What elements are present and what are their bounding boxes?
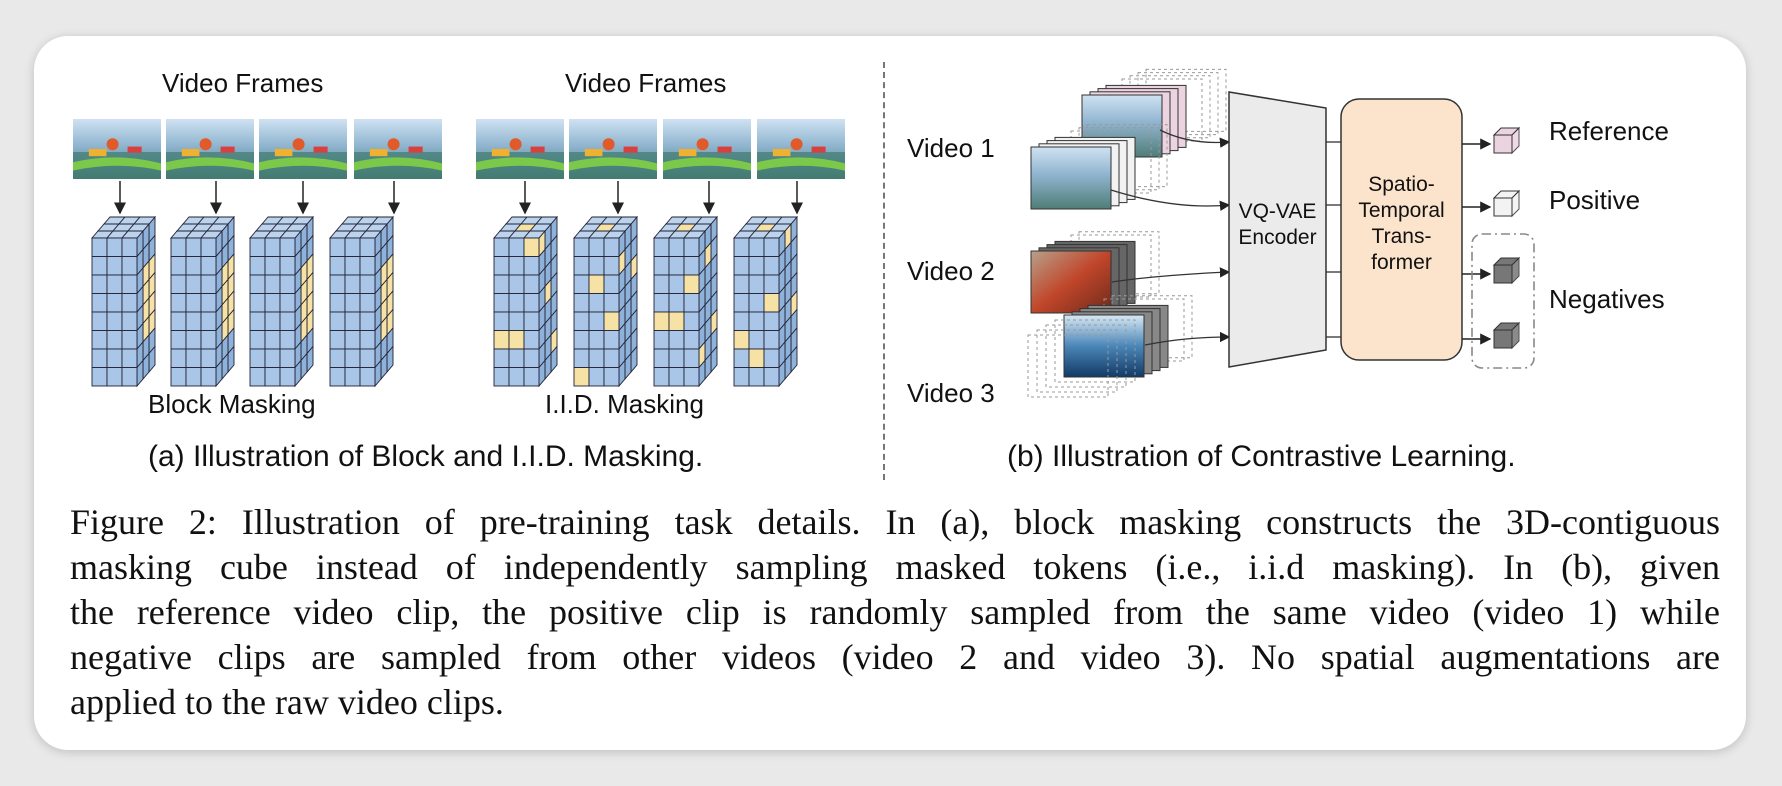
spatio-temporal-transformer-block [1340, 98, 1463, 361]
transformer-label-line-4: former [1371, 251, 1432, 274]
iid-masking-label: I.I.D. Masking [545, 389, 704, 419]
token-volume [170, 215, 235, 388]
negatives-label: Negatives [1549, 284, 1665, 314]
token-volume [653, 215, 718, 388]
panel-b-caption: (b) Illustration of Contrastive Learning… [1007, 440, 1516, 473]
figure-caption-line-2: masking cube instead of independently sa… [70, 547, 1720, 587]
video-frame-thumbnail [569, 119, 657, 179]
encoder-label-line-1: VQ-VAE [1238, 200, 1317, 223]
block-masking-label: Block Masking [148, 389, 316, 419]
transformer-label-line-2: Temporal [1358, 199, 1445, 222]
video-frames-strip-right [476, 119, 845, 179]
figure-caption-line-1: Figure 2: Illustration of pre-training t… [70, 502, 1720, 542]
clip-arrow [1144, 331, 1231, 346]
negatives-group-box [1471, 233, 1535, 369]
video-3-clip [1063, 295, 1193, 378]
positive-label: Positive [1549, 185, 1641, 215]
panel-a-caption: (a) Illustration of Block and I.I.D. Mas… [148, 440, 704, 473]
video-clip-stacks [1027, 68, 1227, 398]
video-frame-thumbnail [166, 119, 254, 179]
encoder-to-transformer-lines [1326, 141, 1341, 338]
video-frame-thumbnail [476, 119, 564, 179]
token-volume [249, 215, 314, 388]
video-frame-thumbnail [663, 119, 751, 179]
video-1-label: Video 1 [907, 133, 995, 163]
video-frames-strip-left [73, 119, 442, 179]
video-3-label: Video 3 [907, 378, 995, 408]
video-2-label: Video 2 [907, 256, 995, 286]
positive-cube [1492, 189, 1521, 218]
video-frame-thumbnail [757, 119, 845, 179]
block-masking-token-volumes [91, 215, 394, 388]
clip-arrow [1111, 267, 1231, 283]
video-3-dashed-stack [1027, 319, 1136, 398]
token-volume [573, 215, 638, 388]
panel-divider [883, 62, 885, 480]
reference-label: Reference [1549, 116, 1669, 146]
token-volume [329, 215, 394, 388]
negative-cube [1492, 256, 1521, 285]
video-2-clip [1030, 231, 1160, 314]
transformer-label-line-1: Spatio- [1368, 173, 1435, 196]
figure-caption: Figure 2: Illustration of pre-training t… [70, 500, 1720, 725]
output-embedding-cubes [1462, 126, 1521, 350]
clip-arrow [1159, 129, 1231, 148]
video-1-positive-clip [1030, 124, 1168, 210]
negative-cube [1492, 321, 1521, 350]
encoder-label: VQ-VAE Encoder [1229, 199, 1326, 251]
video-frame-thumbnail [259, 119, 347, 179]
iid-masking-token-volumes [493, 215, 798, 388]
figure-caption-line-3: the reference video clip, the positive c… [70, 592, 1720, 632]
encoder-label-line-2: Encoder [1238, 226, 1317, 249]
token-volume [733, 215, 798, 388]
clip-arrow [1110, 189, 1231, 212]
figure-caption-line-5: applied to the raw video clips. [70, 682, 504, 722]
video-frames-label-left: Video Frames [162, 68, 324, 98]
clip-to-encoder-arrows [1110, 129, 1231, 346]
transformer-label-line-3: Trans- [1371, 225, 1432, 248]
transformer-label: Spatio- Temporal Trans- former [1341, 172, 1462, 276]
reference-cube [1492, 126, 1521, 155]
video-frame-thumbnail [73, 119, 161, 179]
video-frames-label-right: Video Frames [565, 68, 727, 98]
token-volume [91, 215, 156, 388]
token-volume [493, 215, 558, 388]
video-frame-thumbnail [354, 119, 442, 179]
vq-vae-encoder-block [1228, 91, 1327, 368]
figure-caption-line-4: negative clips are sampled from other vi… [70, 637, 1720, 677]
frame-to-token-arrows [114, 181, 803, 215]
